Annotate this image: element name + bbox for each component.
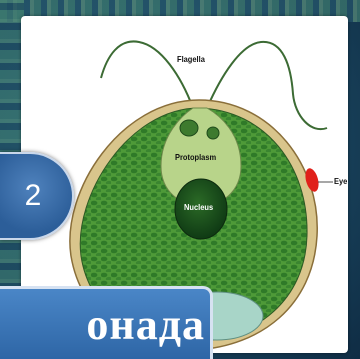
protoplasm-label: Protoplasm — [175, 152, 216, 162]
nucleus-label: Nucleus — [184, 202, 213, 212]
eye-spot-label: Eye Spot — [334, 176, 348, 186]
flagellum-left — [101, 41, 193, 108]
flagella-label: Flagella — [177, 54, 205, 64]
title-banner: онада — [0, 286, 213, 359]
contractile-vacuole — [180, 120, 198, 136]
slide-title: онада — [0, 303, 205, 347]
vacuole-small — [207, 127, 219, 139]
slide-number: 2 — [25, 179, 42, 213]
